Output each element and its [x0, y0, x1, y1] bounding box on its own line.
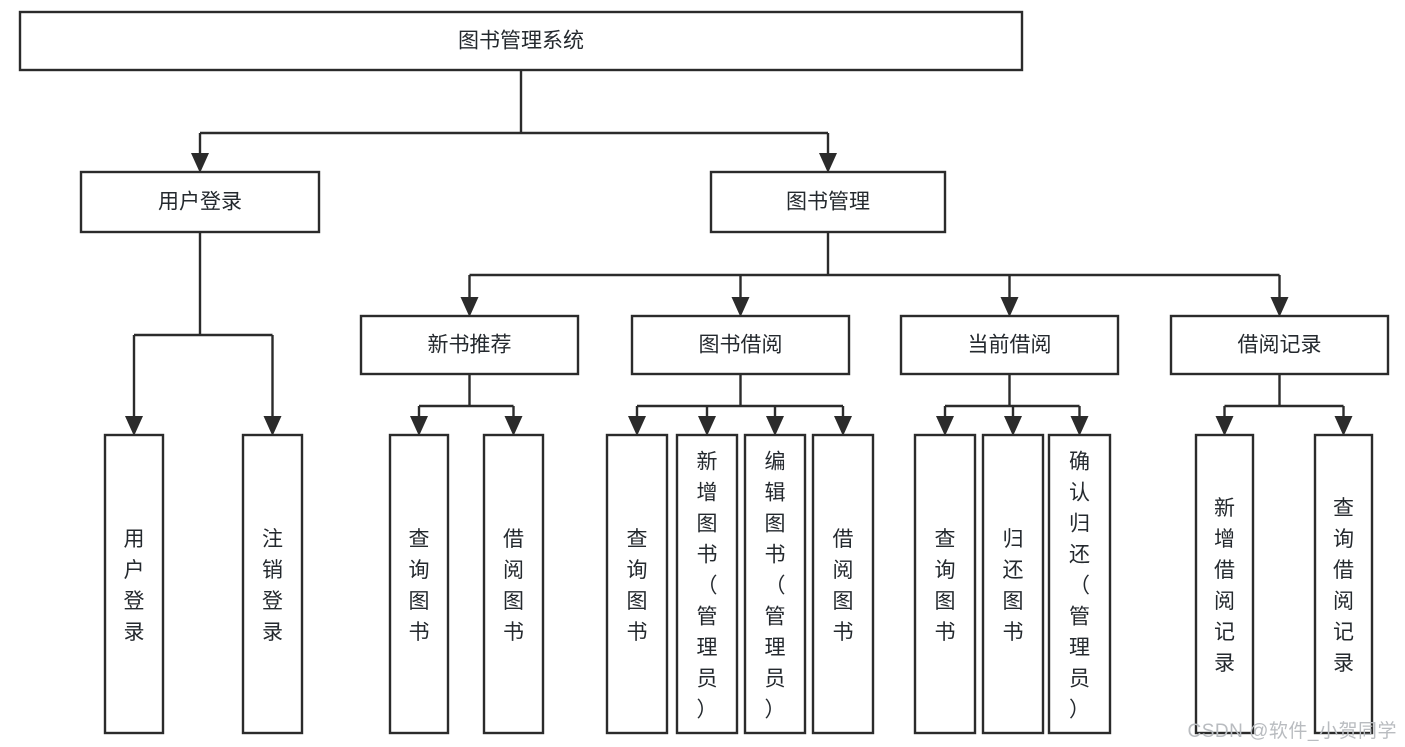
node-leaf-borrow-book-2[interactable]: 借阅图书 — [811, 433, 875, 735]
node-label-leaf-confirm-return: 确认归还（管理员） — [1069, 451, 1090, 722]
arrow-head-icon — [504, 416, 523, 436]
node-label-leaf-user-logout: 注销登录 — [262, 528, 283, 644]
node-box-new-book-recommend[interactable] — [359, 314, 580, 376]
node-label-book-manage: 图书管理 — [786, 191, 870, 214]
node-root[interactable]: 图书管理系统 — [18, 10, 1024, 72]
arrow-head-icon — [819, 153, 837, 173]
arrow-head-icon — [460, 297, 479, 317]
arrow-head-icon — [936, 416, 954, 436]
node-leaf-query-book-1[interactable]: 查询图书 — [388, 433, 450, 735]
node-label-leaf-borrow-book-2: 借阅图书 — [833, 528, 854, 644]
node-label-current-borrow: 当前借阅 — [968, 334, 1052, 357]
node-user-login[interactable]: 用户登录 — [79, 170, 321, 234]
node-leaf-query-book-3[interactable]: 查询图书 — [913, 433, 977, 735]
arrow-head-icon — [1070, 416, 1089, 436]
node-label-leaf-edit-book: 编辑图书（管理员） — [765, 451, 786, 722]
arrow-head-icon — [125, 416, 143, 436]
arrow-head-icon — [628, 416, 646, 436]
node-label-leaf-return-book: 归还图书 — [1003, 528, 1024, 644]
node-label-leaf-query-book-2: 查询图书 — [627, 528, 648, 644]
node-label-root: 图书管理系统 — [458, 30, 584, 53]
node-leaf-add-book[interactable]: 新增图书（管理员） — [675, 433, 739, 735]
node-box-leaf-edit-book[interactable] — [743, 433, 807, 735]
node-box-leaf-query-book-3[interactable] — [913, 433, 977, 735]
node-label-borrow-record: 借阅记录 — [1238, 334, 1322, 357]
node-label-leaf-add-record: 新增借阅记录 — [1214, 497, 1235, 675]
node-box-borrow-record[interactable] — [1169, 314, 1390, 376]
node-box-leaf-borrow-book-2[interactable] — [811, 433, 875, 735]
node-box-leaf-return-book[interactable] — [981, 433, 1045, 735]
node-label-leaf-query-book-3: 查询图书 — [935, 528, 956, 644]
node-current-borrow[interactable]: 当前借阅 — [899, 314, 1120, 376]
node-label-new-book-recommend: 新书推荐 — [428, 334, 512, 357]
arrow-head-icon — [766, 416, 784, 436]
arrow-head-icon — [731, 297, 750, 317]
node-leaf-return-book[interactable]: 归还图书 — [981, 433, 1045, 735]
node-box-user-login[interactable] — [79, 170, 321, 234]
node-leaf-query-book-2[interactable]: 查询图书 — [605, 433, 669, 735]
arrow-head-icon — [1215, 416, 1234, 436]
node-box-leaf-add-record[interactable] — [1194, 433, 1255, 735]
node-book-borrow[interactable]: 图书借阅 — [630, 314, 851, 376]
node-label-user-login: 用户登录 — [158, 191, 242, 214]
node-label-leaf-add-book: 新增图书（管理员） — [697, 451, 718, 722]
arrow-head-icon — [191, 153, 209, 173]
connector-group — [1215, 374, 1353, 436]
arrow-head-icon — [1334, 416, 1353, 436]
connector-group — [460, 232, 1289, 317]
arrow-head-icon — [834, 416, 852, 436]
arrow-head-icon — [1004, 416, 1022, 436]
node-label-leaf-borrow-book-1: 借阅图书 — [503, 528, 524, 644]
node-box-leaf-query-record[interactable] — [1313, 433, 1374, 735]
node-box-current-borrow[interactable] — [899, 314, 1120, 376]
node-borrow-record[interactable]: 借阅记录 — [1169, 314, 1390, 376]
node-leaf-borrow-book-1[interactable]: 借阅图书 — [482, 433, 545, 735]
node-layer: 图书管理系统用户登录图书管理新书推荐图书借阅当前借阅借阅记录用户登录注销登录查询… — [18, 10, 1390, 735]
arrow-head-icon — [263, 416, 282, 436]
node-label-leaf-query-record: 查询借阅记录 — [1333, 497, 1354, 675]
node-box-leaf-borrow-book-1[interactable] — [482, 433, 545, 735]
node-leaf-query-record[interactable]: 查询借阅记录 — [1313, 433, 1374, 735]
connector-group — [936, 374, 1089, 436]
node-leaf-confirm-return[interactable]: 确认归还（管理员） — [1047, 433, 1112, 735]
node-box-leaf-add-book[interactable] — [675, 433, 739, 735]
node-box-book-borrow[interactable] — [630, 314, 851, 376]
connector-group — [191, 70, 837, 173]
node-leaf-edit-book[interactable]: 编辑图书（管理员） — [743, 433, 807, 735]
node-leaf-add-record[interactable]: 新增借阅记录 — [1194, 433, 1255, 735]
node-box-leaf-user-logout[interactable] — [241, 433, 304, 735]
connector-group — [125, 232, 282, 436]
node-box-leaf-confirm-return[interactable] — [1047, 433, 1112, 735]
node-leaf-user-logout[interactable]: 注销登录 — [241, 433, 304, 735]
node-book-manage[interactable]: 图书管理 — [709, 170, 947, 234]
node-box-root[interactable] — [18, 10, 1024, 72]
node-label-leaf-user-login: 用户登录 — [124, 528, 145, 644]
node-box-leaf-query-book-2[interactable] — [605, 433, 669, 735]
connector-group — [628, 374, 852, 436]
node-box-leaf-query-book-1[interactable] — [388, 433, 450, 735]
node-box-book-manage[interactable] — [709, 170, 947, 234]
node-label-leaf-query-book-1: 查询图书 — [409, 528, 430, 644]
arrow-head-icon — [1000, 297, 1019, 317]
arrow-head-icon — [1270, 297, 1289, 317]
node-new-book-recommend[interactable]: 新书推荐 — [359, 314, 580, 376]
arrow-head-icon — [410, 416, 428, 436]
connector-group — [410, 374, 523, 436]
node-leaf-user-login[interactable]: 用户登录 — [103, 433, 165, 735]
arrow-head-icon — [698, 416, 716, 436]
connector-layer — [125, 70, 1353, 436]
node-box-leaf-user-login[interactable] — [103, 433, 165, 735]
node-label-book-borrow: 图书借阅 — [699, 334, 783, 357]
